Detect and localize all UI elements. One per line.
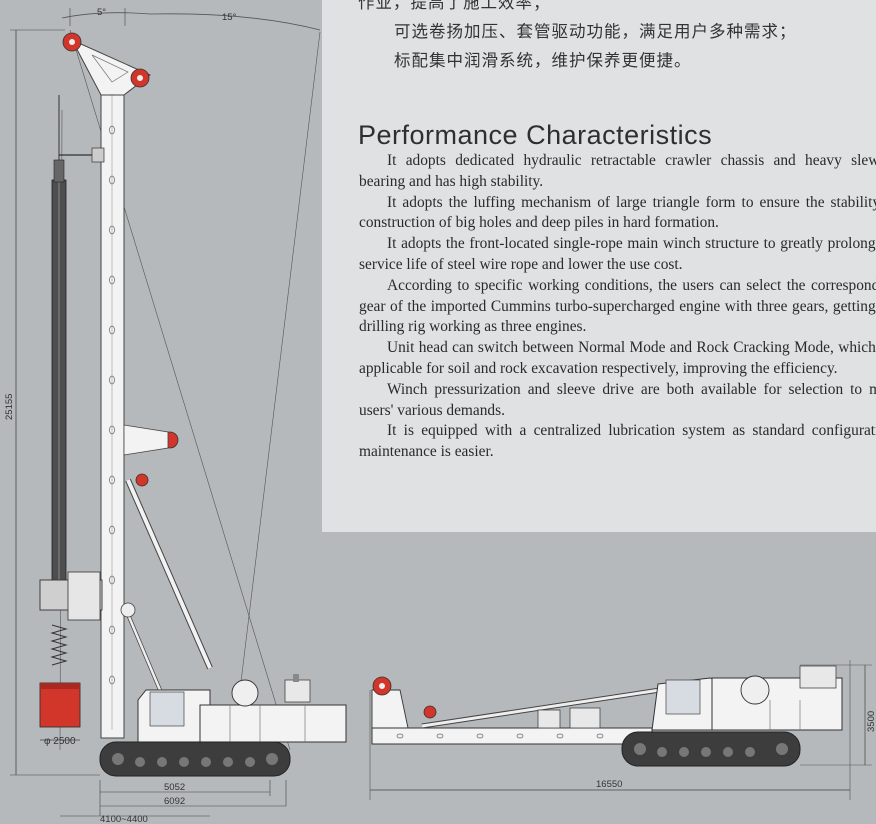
rig-working-drawing: 5° 15° 25155 [4,7,347,824]
text-panel [322,0,876,532]
height-dimension: 25155 [4,394,15,420]
rig-transport-drawing: 16550 3500 [369,660,876,800]
paragraph: It adopts the front-located single-rope … [359,235,876,273]
paragraph: According to specific working conditions… [359,276,876,336]
performance-paragraphs: It adopts dedicated hydraulic retractabl… [359,151,876,463]
section-title: Performance Characteristics [358,120,713,150]
track-width-dimension: 4100~4400 [100,814,148,824]
track-overall-dimension: 6092 [164,796,185,807]
chinese-line-2: 可选卷扬加压、套管驱动功能，满足用户多种需求； [394,22,797,41]
paragraph: Unit head can switch between Normal Mode… [359,339,876,377]
transport-height-dimension: 3500 [866,711,876,732]
paragraph: It adopts the luffing mechanism of large… [359,193,876,232]
paragraph: It is equipped with a centralized lubric… [359,422,876,461]
chinese-line-1: 作业，提高了施工效率； [358,0,551,12]
diameter-dimension: φ 2500 [44,736,76,747]
paragraph: Winch pressurization and sleeve drive ar… [359,380,876,419]
angle-right-label: 15° [222,12,237,23]
transport-length-dimension: 16550 [596,779,622,790]
paragraph: It adopts dedicated hydraulic retractabl… [359,152,876,190]
angle-left-label: 5° [97,7,106,18]
track-length-dimension: 5052 [164,782,185,793]
chinese-line-3: 标配集中润滑系统，维护保养更便捷。 [394,51,692,70]
